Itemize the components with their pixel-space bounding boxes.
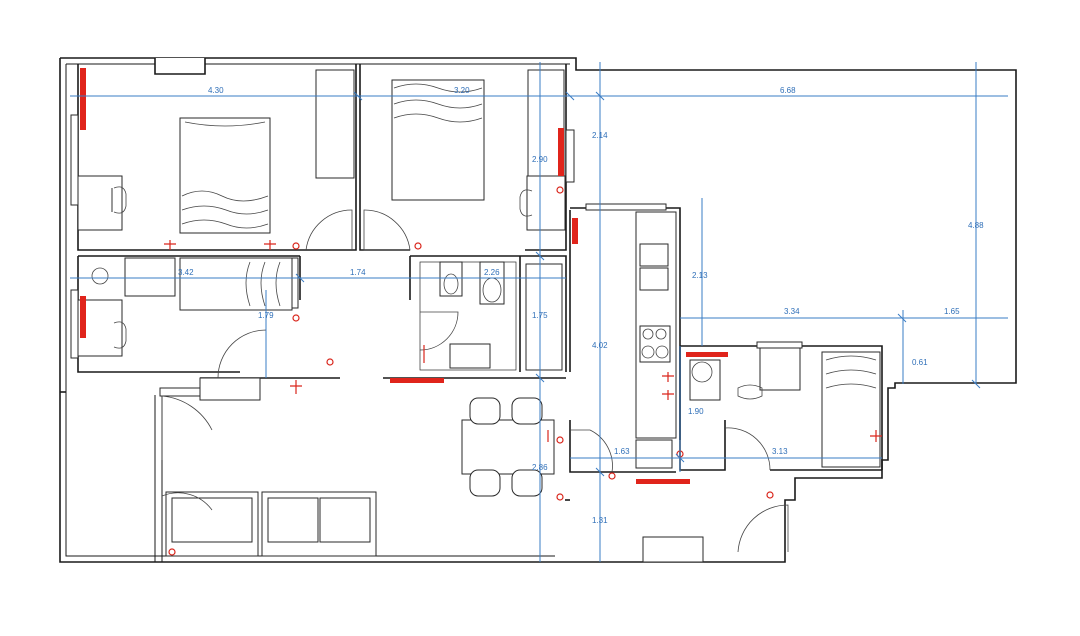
- kitchen-fixtures: [635, 243, 673, 469]
- shower-tray: [525, 263, 563, 371]
- single-bed-4: [821, 351, 881, 468]
- doors: [161, 209, 789, 553]
- dimension-label: 1.65: [944, 307, 960, 316]
- radiator-4: [686, 352, 728, 357]
- dimension-label: 2.14: [592, 131, 608, 140]
- radiator-3: [80, 296, 86, 338]
- washbasin: [449, 343, 491, 369]
- sofas: [165, 491, 377, 557]
- dimension-label: 2.13: [692, 271, 708, 280]
- dimension-label: 1.79: [258, 311, 274, 320]
- toilet: [479, 261, 505, 305]
- chairs: [91, 186, 763, 400]
- dimension-label: 0.61: [912, 358, 928, 367]
- dimension-label: 1.75: [532, 311, 548, 320]
- dimension-label: 1.63: [614, 447, 630, 456]
- dining-set: [461, 397, 555, 497]
- dimension-label: 3.34: [784, 307, 800, 316]
- outer-walls: [59, 57, 1017, 563]
- dimension-label: 3.42: [178, 268, 194, 277]
- dining-chair: [469, 397, 501, 425]
- desk-3: [124, 257, 176, 297]
- dining-chair: [469, 469, 501, 497]
- dimension-label: 2.86: [532, 463, 548, 472]
- hob: [639, 325, 671, 363]
- dimension-label: 3.20: [454, 86, 470, 95]
- dimension-label: 4.30: [208, 86, 224, 95]
- beds: [179, 79, 881, 468]
- dining-chair: [511, 397, 543, 425]
- radiator-2: [558, 128, 564, 176]
- dimension-label: 3.13: [772, 447, 788, 456]
- double-bed-2: [391, 79, 485, 201]
- radiator-1: [80, 68, 86, 130]
- radiator-bath: [390, 378, 444, 383]
- radiator-corridor: [636, 479, 690, 484]
- dimension-label: 4.02: [592, 341, 608, 350]
- bidet: [439, 261, 463, 297]
- single-bed-3: [179, 257, 293, 311]
- dining-chair: [511, 469, 543, 497]
- dimension-label: 4.88: [968, 221, 984, 230]
- sink-2: [639, 267, 669, 291]
- desk-4: [759, 347, 801, 391]
- sink-1: [639, 243, 669, 267]
- dimension-label: 1.74: [350, 268, 366, 277]
- interior-walls: [77, 64, 883, 563]
- dimension-label: 2.26: [484, 268, 500, 277]
- radiator-kitchen: [572, 218, 578, 244]
- wardrobe-1: [315, 69, 355, 179]
- dimension-label: 2.90: [532, 155, 548, 164]
- dimension-labels: 4.30 3.20 6.68 2.90 2.14 4.88 3.42 1.74 …: [178, 86, 984, 525]
- double-bed-1: [179, 117, 271, 234]
- dimension-lines: [70, 62, 1008, 562]
- entry-cabinet: [642, 536, 704, 563]
- dimension-label: 6.68: [780, 86, 796, 95]
- bathroom-fixtures: [439, 261, 563, 371]
- dimension-label: 1.31: [592, 516, 608, 525]
- electrical-fixtures: [80, 68, 882, 556]
- dining-table: [461, 419, 555, 475]
- dimension-label: 1.90: [688, 407, 704, 416]
